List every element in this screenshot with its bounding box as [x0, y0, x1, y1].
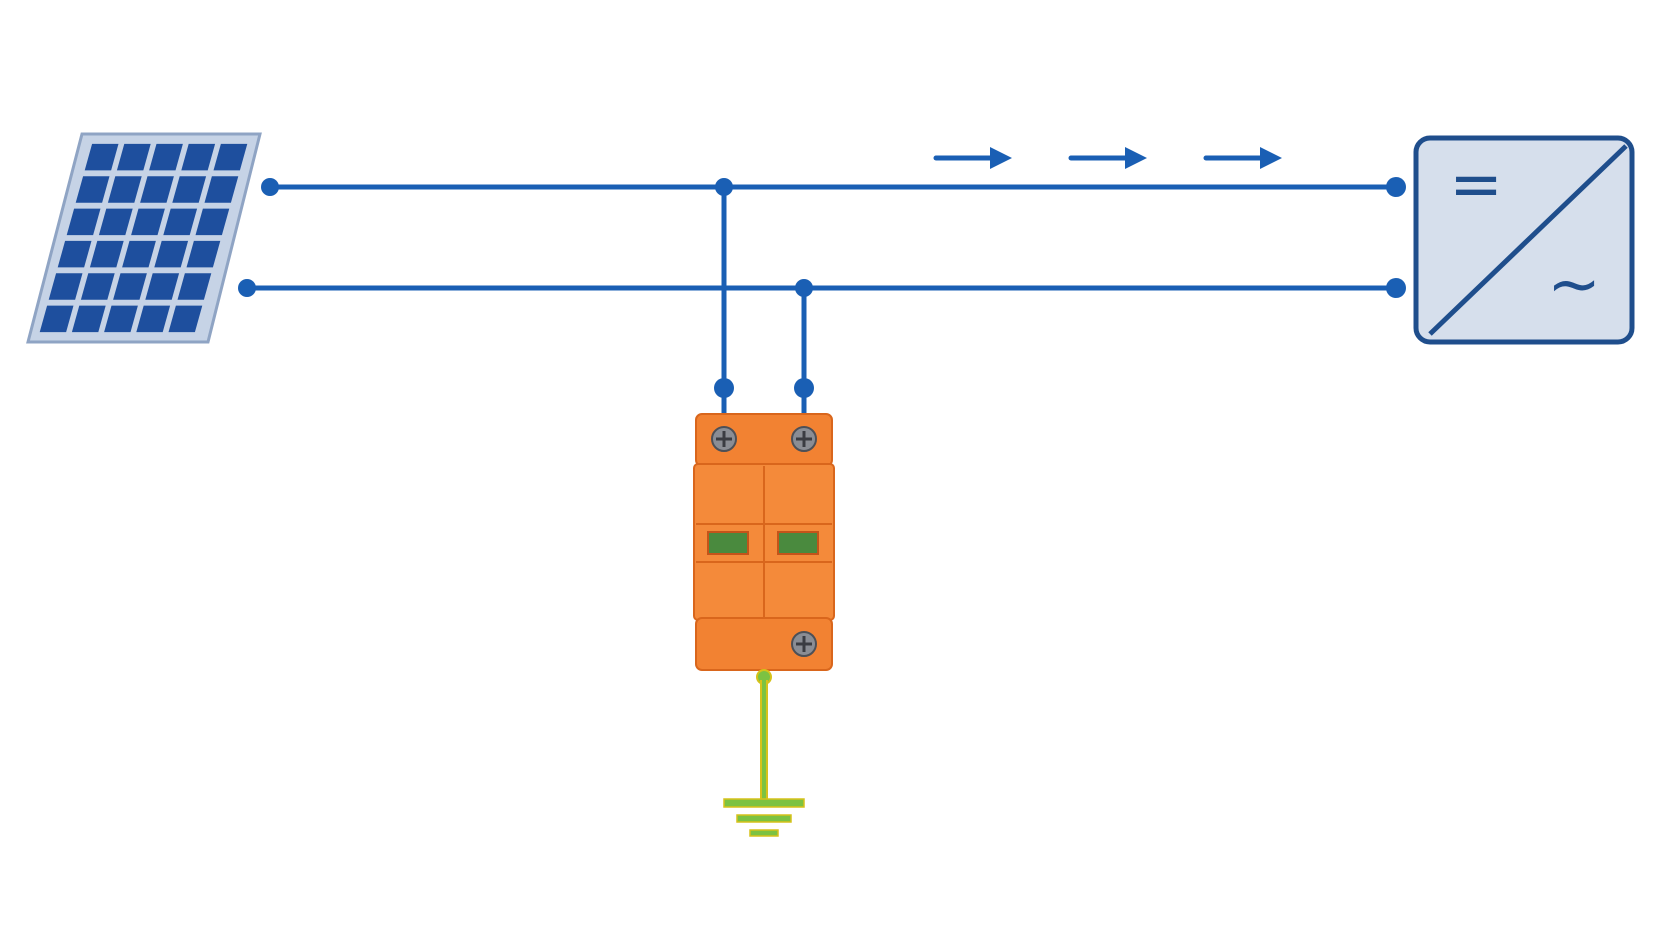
spd-positive-terminal — [714, 378, 734, 398]
spd-status-window-right — [777, 531, 819, 555]
dc-symbol: = — [1449, 148, 1503, 222]
arrow-right-icon — [933, 147, 1012, 169]
pv-cell — [107, 176, 142, 203]
pv-cell — [163, 208, 198, 236]
pv-cell — [172, 176, 207, 203]
screw-icon — [791, 426, 817, 452]
pv-cell — [57, 240, 92, 268]
ac-symbol: ~ — [1547, 248, 1601, 322]
pv-cell — [66, 208, 101, 236]
pv-cell — [71, 305, 106, 333]
surge-protection-device-icon — [693, 413, 835, 671]
pv-cell — [186, 240, 221, 268]
pv-cell — [168, 305, 203, 333]
panel-negative-terminal — [238, 279, 256, 297]
pv-cell — [75, 176, 110, 203]
screw-icon — [711, 426, 737, 452]
pv-cell — [131, 208, 165, 236]
pv-cell — [136, 305, 171, 333]
current-flow-arrows — [933, 147, 1282, 169]
ground-bar-3 — [749, 829, 779, 837]
inverter-positive-terminal — [1386, 177, 1406, 197]
solar-panel-icon — [26, 132, 262, 344]
pv-cell — [149, 143, 183, 171]
pv-cell — [195, 208, 230, 236]
pv-cell — [181, 143, 216, 171]
pv-cell — [80, 273, 115, 300]
pv-cell — [213, 143, 248, 171]
dc-ac-inverter-icon: = ~ — [1413, 135, 1635, 345]
ground-bar-2 — [736, 814, 792, 823]
pv-cell — [39, 305, 74, 333]
pv-cell — [84, 143, 119, 171]
inverter-negative-terminal — [1386, 278, 1406, 298]
inverter-diagonal — [1428, 144, 1628, 336]
junction-dots — [238, 177, 1406, 398]
pv-cell — [113, 273, 147, 300]
pv-cell — [177, 273, 212, 300]
screw-icon — [791, 631, 817, 657]
pv-cell — [104, 305, 138, 333]
junction-positive — [715, 178, 733, 196]
pv-cell — [204, 176, 239, 203]
pv-cell — [116, 143, 151, 171]
pv-cell — [145, 273, 180, 300]
spd-negative-terminal — [794, 378, 814, 398]
earth-ground-icon — [723, 669, 805, 837]
pv-cell — [140, 176, 174, 203]
arrow-right-icon — [1203, 147, 1282, 169]
pv-cell — [122, 240, 156, 268]
pv-cell — [98, 208, 133, 236]
panel-positive-terminal — [261, 178, 279, 196]
dc-wiring — [243, 184, 1403, 419]
spd-status-window-left — [707, 531, 749, 555]
arrow-right-icon — [1068, 147, 1147, 169]
ground-bar-1 — [723, 798, 805, 808]
pv-cell — [89, 240, 124, 268]
pv-cell — [154, 240, 189, 268]
junction-negative — [795, 279, 813, 297]
pv-cell — [48, 273, 83, 300]
pv-panel-cells — [39, 143, 248, 333]
